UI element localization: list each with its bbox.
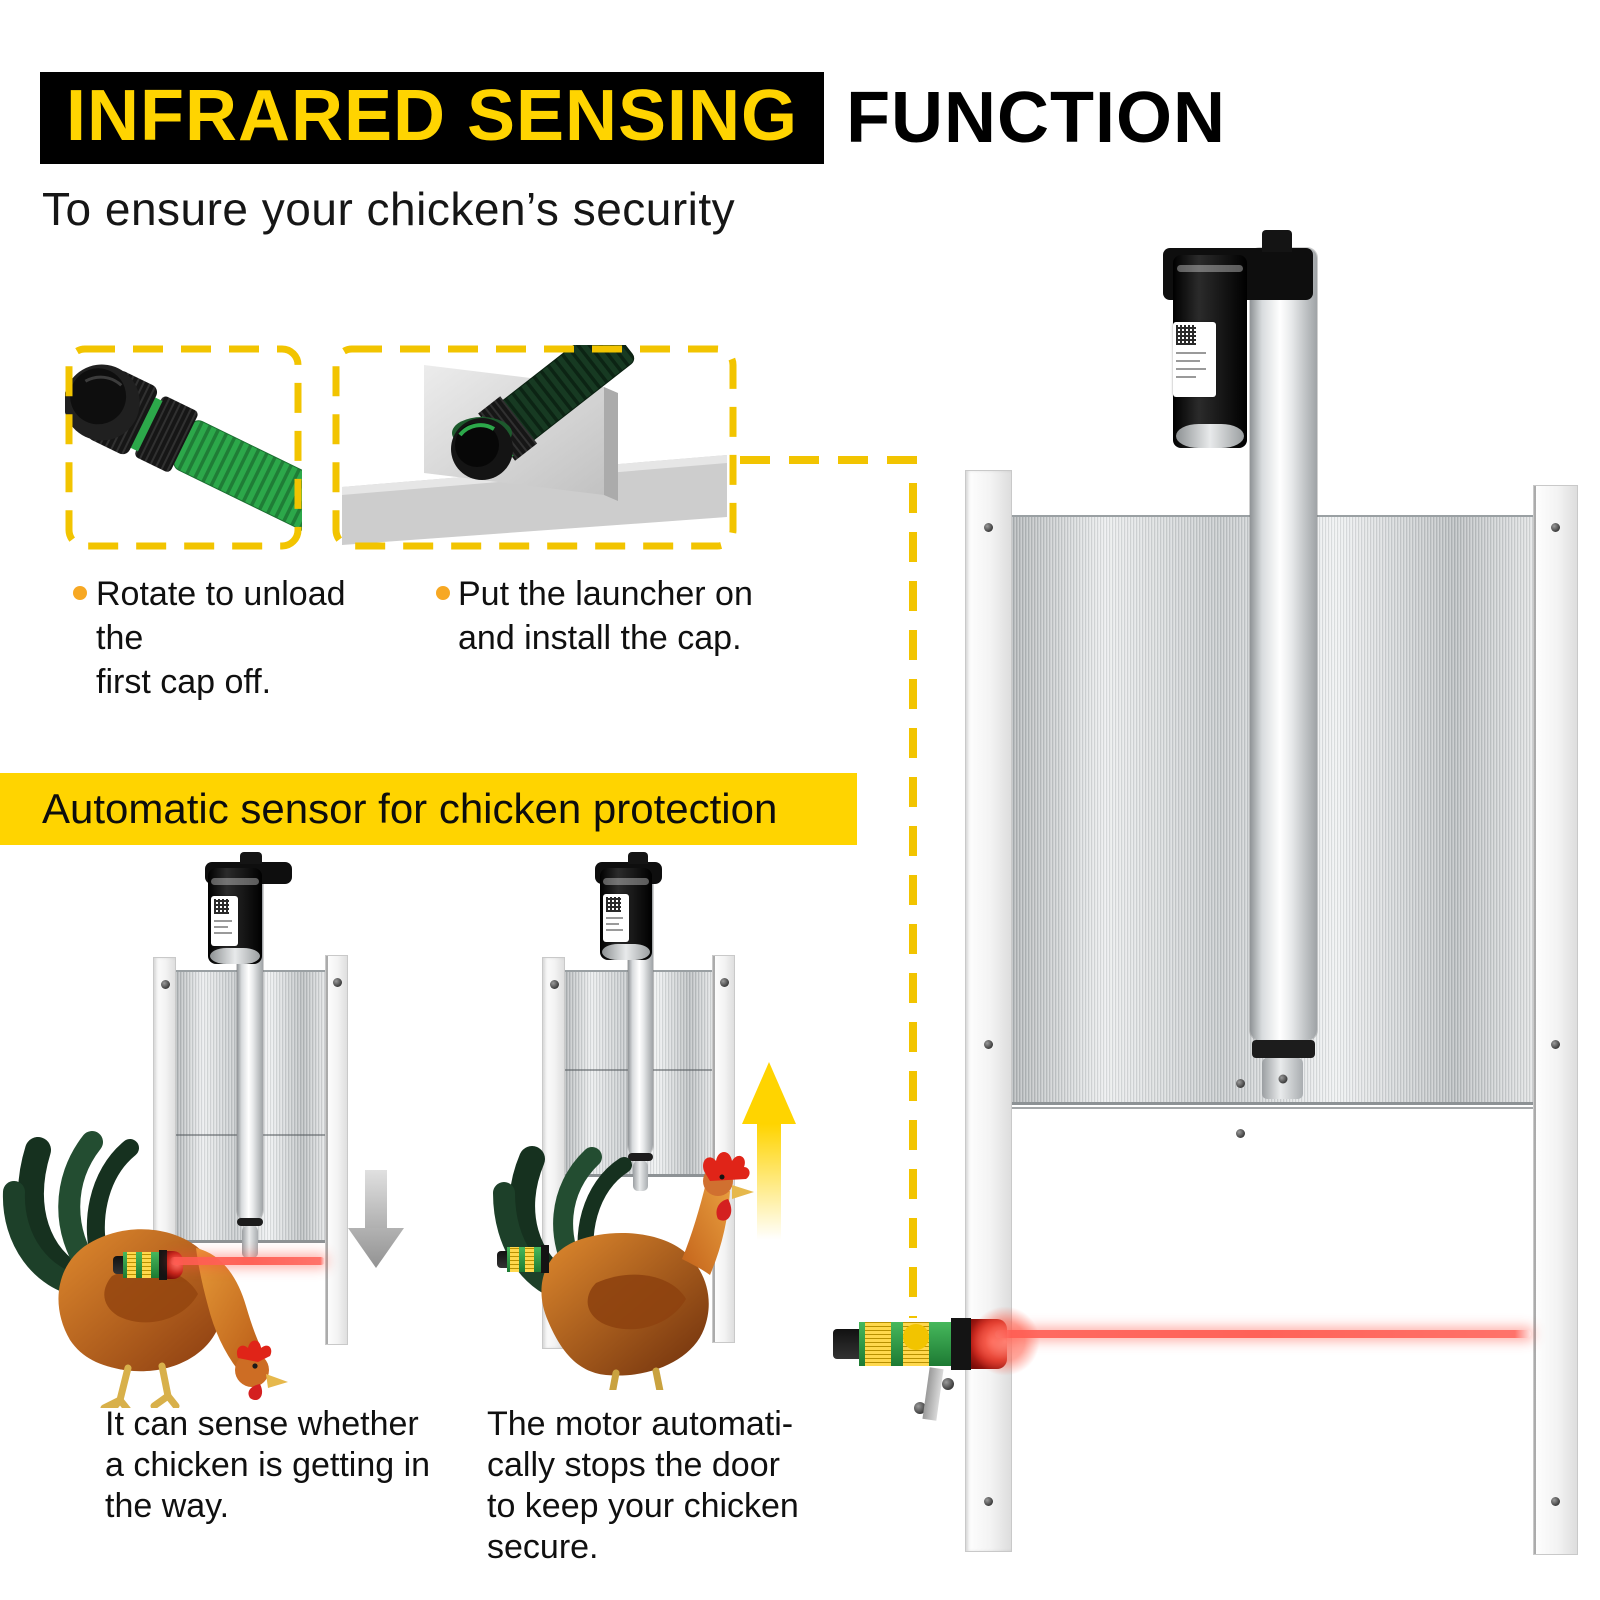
caption-sensing: It can sense whether a chicken is gettin… (105, 1404, 465, 1527)
screw (984, 1040, 993, 1049)
step-2-line-1: Put the launcher on (458, 575, 753, 613)
title-rest: FUNCTION (846, 78, 1227, 158)
motor-bracket-tab (628, 852, 648, 864)
actuator-end (633, 1161, 648, 1191)
screw (720, 978, 729, 987)
sensor-bracket (908, 1367, 968, 1426)
left-rail (965, 470, 1012, 1552)
motor-label (211, 896, 238, 946)
motor-bracket-tab (1262, 230, 1292, 252)
screw (1236, 1079, 1245, 1088)
screw (1236, 1129, 1245, 1138)
screw (984, 523, 993, 532)
screw (333, 978, 342, 987)
screw (550, 980, 559, 989)
screw (1551, 1040, 1560, 1049)
sensor-mounted-photo (332, 345, 737, 550)
sensor-closeup-photo (65, 345, 302, 550)
caption-2-line-2: cally stops the door (487, 1446, 780, 1484)
down-arrow-icon (348, 1228, 404, 1268)
callout-box-sensor-cap (65, 345, 302, 550)
motor-bracket-tab (240, 852, 262, 864)
step-1-line-1: Rotate to unload the (96, 575, 346, 657)
title-highlight: INFRARED SENSING (40, 72, 825, 164)
caption-1-line-3: the way. (105, 1487, 230, 1525)
step-text-2: Put the launcher on and install the cap. (458, 572, 768, 660)
caption-1-line-2: a chicken is getting in (105, 1446, 431, 1484)
product-photo-main (820, 220, 1600, 1570)
motor (600, 868, 652, 960)
step-text-1: Rotate to unload the first cap off. (96, 572, 396, 704)
actuator-end (242, 1226, 258, 1258)
motor (1173, 255, 1247, 448)
step-2-line-2: and install the cap. (458, 619, 742, 657)
infrared-sensor (113, 1250, 183, 1280)
motor-label (1173, 322, 1216, 397)
down-arrow-icon (365, 1170, 387, 1228)
caption-2-line-1: The motor automati- (487, 1405, 794, 1443)
caption-1-line-1: It can sense whether (105, 1405, 419, 1443)
door-seam (1012, 1107, 1533, 1109)
step-1-line-2: first cap off. (96, 663, 272, 701)
up-arrow-icon (742, 1062, 796, 1124)
section-banner: Automatic sensor for chicken protection (0, 773, 857, 845)
dashed-frame (332, 345, 737, 550)
rooster-walking-photo (493, 1146, 754, 1390)
actuator-collar (628, 1153, 653, 1161)
infrared-sensor (497, 1245, 549, 1273)
scene-door-sensing-chicken (0, 850, 480, 1410)
caption-2-line-4: secure. (487, 1528, 599, 1566)
right-rail (325, 955, 348, 1345)
motor (208, 868, 262, 964)
laser-beam (170, 1257, 325, 1265)
right-rail (1533, 485, 1578, 1555)
callout-box-sensor-mounted (332, 345, 737, 550)
screw (984, 1497, 993, 1506)
caption-2-line-3: to keep your chicken (487, 1487, 799, 1525)
screw (161, 980, 170, 989)
actuator-end (1262, 1058, 1303, 1099)
motor-label (603, 894, 629, 942)
scene-door-stopped-open (470, 850, 810, 1410)
actuator-tube (1250, 248, 1317, 1040)
screw (1551, 1497, 1560, 1506)
caption-motor-stop: The motor automati- cally stops the door… (487, 1404, 827, 1568)
screw (1551, 523, 1560, 532)
bullet-icon (73, 586, 87, 600)
laser-beam (995, 1330, 1531, 1338)
page-title: INFRARED SENSING FUNCTION (40, 72, 1226, 164)
dashed-frame (65, 345, 302, 550)
actuator-collar (1252, 1040, 1315, 1058)
bullet-icon (436, 586, 450, 600)
actuator-collar (237, 1218, 263, 1226)
laser-glow (970, 1306, 1040, 1376)
subtitle: To ensure your chicken’s security (42, 183, 736, 235)
screw (1278, 1074, 1287, 1083)
